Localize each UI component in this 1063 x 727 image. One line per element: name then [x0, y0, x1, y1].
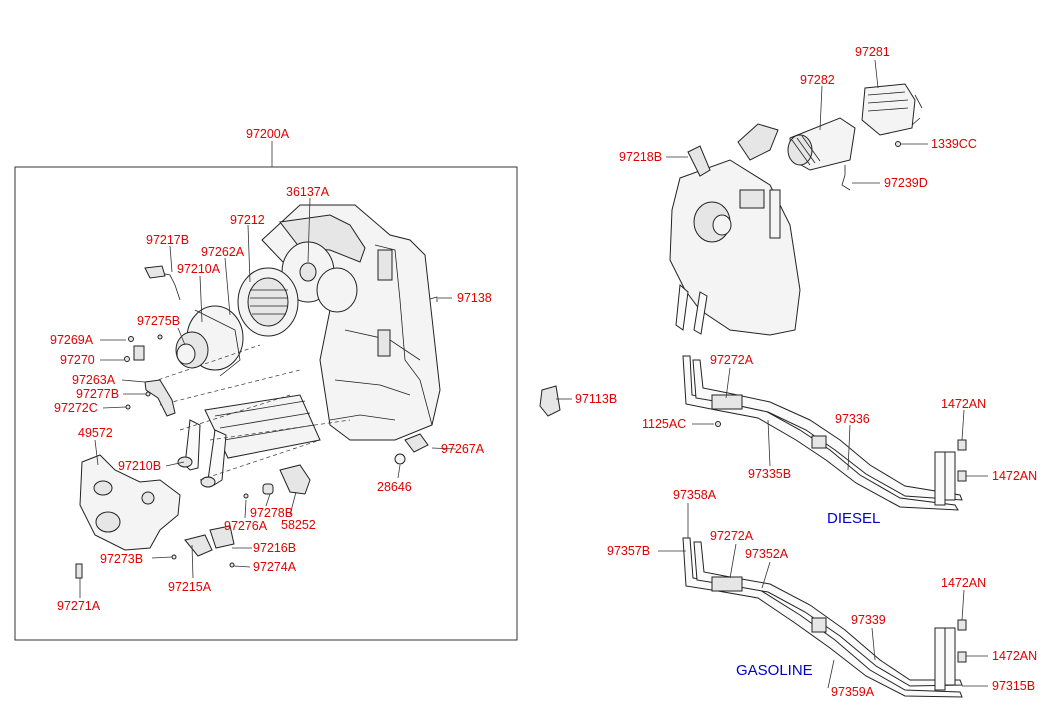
callout-97263A: 97263A	[72, 373, 116, 387]
callout-97113B: 97113B	[575, 392, 617, 406]
callout-97339: 97339	[851, 613, 886, 627]
heater-assembly-group	[14, 141, 518, 641]
callout-97210B: 97210B	[118, 459, 161, 473]
callout-97359A: 97359A	[831, 685, 875, 699]
variant-label-gasoline: GASOLINE	[736, 662, 813, 679]
callout-diesel-1472AN-a: 1472AN	[941, 397, 986, 411]
callout-97267A: 97267A	[441, 442, 485, 456]
callout-97216B: 97216B	[253, 541, 296, 555]
gasoline-pipe-group	[682, 537, 967, 698]
callout-97336: 97336	[835, 412, 870, 426]
callout-49572: 49572	[78, 426, 113, 440]
callout-97269A: 97269A	[50, 333, 94, 347]
callout-97138: 97138	[457, 291, 492, 305]
callout-97239D: 97239D	[884, 176, 928, 190]
callout-1125AC: 1125AC	[642, 417, 686, 431]
callout-97218B: 97218B	[619, 150, 662, 164]
leader-lines	[79, 59, 988, 689]
callout-28646: 28646	[377, 480, 412, 494]
small-fasteners	[75, 296, 438, 579]
callout-1339CC: 1339CC	[931, 137, 977, 151]
callout-97212: 97212	[230, 213, 265, 227]
variant-label-diesel: DIESEL	[827, 510, 880, 527]
callout-97217B: 97217B	[146, 233, 189, 247]
callout-97271A: 97271A	[57, 599, 101, 613]
blower-wheel	[237, 241, 358, 337]
callout-97277B: 97277B	[76, 387, 119, 401]
callout-58252: 58252	[281, 518, 316, 532]
callout-97210A: 97210A	[177, 262, 221, 276]
mounting-bracket	[79, 454, 181, 551]
callout-97273B: 97273B	[100, 552, 143, 566]
callout-97335B: 97335B	[748, 467, 791, 481]
diesel-pipe-group	[682, 355, 967, 511]
callout-97278B: 97278B	[250, 506, 293, 520]
grommet	[394, 453, 406, 465]
wire-harness	[144, 265, 181, 301]
callout-gas-1472AN-b: 1472AN	[992, 649, 1037, 663]
callout-97281: 97281	[855, 45, 890, 59]
callout-97282: 97282	[800, 73, 835, 87]
callout-labels: 97200A 36137A 97212 97217B 97262A 97210A…	[50, 45, 1037, 699]
callout-diesel-1472AN-b: 1472AN	[992, 469, 1037, 483]
callout-gas-97272A: 97272A	[710, 529, 754, 543]
callout-97358A: 97358A	[673, 488, 717, 502]
blower-motor	[175, 305, 244, 377]
callout-97315B: 97315B	[992, 679, 1035, 693]
assembly-frame	[14, 166, 518, 641]
temp-actuator	[404, 433, 429, 453]
callout-97200A: 97200A	[246, 127, 290, 141]
callout-97215A: 97215A	[168, 580, 212, 594]
heater-core	[177, 394, 321, 488]
callout-97275B: 97275B	[137, 314, 180, 328]
callout-diesel-97272A: 97272A	[710, 353, 754, 367]
callout-97272C: 97272C	[54, 401, 98, 415]
callout-97357B: 97357B	[607, 544, 650, 558]
bracket-97113B	[539, 385, 561, 417]
callout-97352A: 97352A	[745, 547, 789, 561]
callout-gas-1472AN-a: 1472AN	[941, 576, 986, 590]
callout-36137A: 36137A	[286, 185, 330, 199]
callout-97262A: 97262A	[201, 245, 245, 259]
callout-97274A: 97274A	[253, 560, 297, 574]
callout-97270: 97270	[60, 353, 95, 367]
door-lever	[144, 379, 176, 417]
callout-97276A: 97276A	[224, 519, 268, 533]
intake-housing-group	[669, 83, 923, 336]
